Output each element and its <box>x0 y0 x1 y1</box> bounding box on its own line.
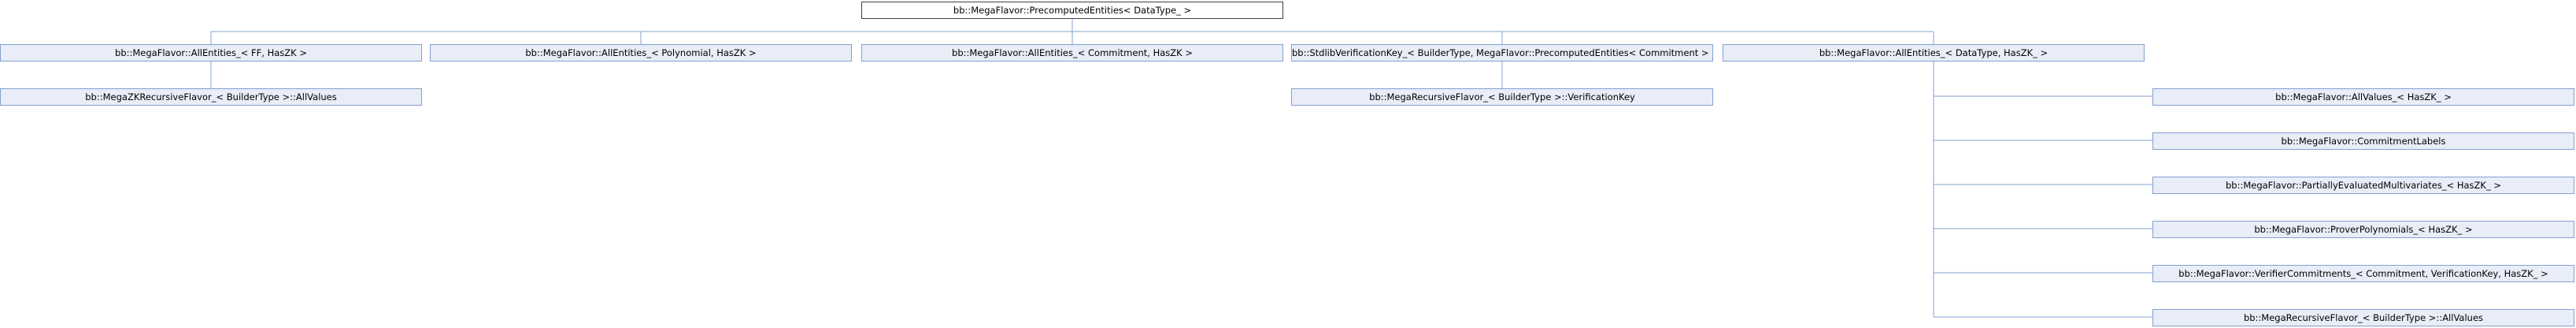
node-commitment-labels[interactable]: bb::MegaFlavor::CommitmentLabels <box>2152 132 2574 150</box>
node-prover-polynomials[interactable]: bb::MegaFlavor::ProverPolynomials_< HasZ… <box>2152 221 2574 238</box>
node-all-entities-datatype[interactable]: bb::MegaFlavor::AllEntities_< DataType, … <box>1723 44 2145 62</box>
node-mega-recursive-verification-key[interactable]: bb::MegaRecursiveFlavor_< BuilderType >:… <box>1291 88 1713 106</box>
node-all-entities-ff[interactable]: bb::MegaFlavor::AllEntities_< FF, HasZK … <box>0 44 422 62</box>
node-mega-recursive-all-values[interactable]: bb::MegaRecursiveFlavor_< BuilderType >:… <box>2152 309 2574 326</box>
node-all-values[interactable]: bb::MegaFlavor::AllValues_< HasZK_ > <box>2152 88 2574 106</box>
node-partially-evaluated-multivariates[interactable]: bb::MegaFlavor::PartiallyEvaluatedMultiv… <box>2152 177 2574 194</box>
node-all-entities-commitment[interactable]: bb::MegaFlavor::AllEntities_< Commitment… <box>861 44 1283 62</box>
node-verifier-commitments[interactable]: bb::MegaFlavor::VerifierCommitments_< Co… <box>2152 265 2574 282</box>
node-precomputed-entities[interactable]: bb::MegaFlavor::PrecomputedEntities< Dat… <box>861 2 1283 19</box>
node-all-entities-polynomial[interactable]: bb::MegaFlavor::AllEntities_< Polynomial… <box>430 44 852 62</box>
node-megazk-recursive-all-values[interactable]: bb::MegaZKRecursiveFlavor_< BuilderType … <box>0 88 422 106</box>
node-stdlib-verification-key[interactable]: bb::StdlibVerificationKey_< BuilderType,… <box>1291 44 1713 62</box>
